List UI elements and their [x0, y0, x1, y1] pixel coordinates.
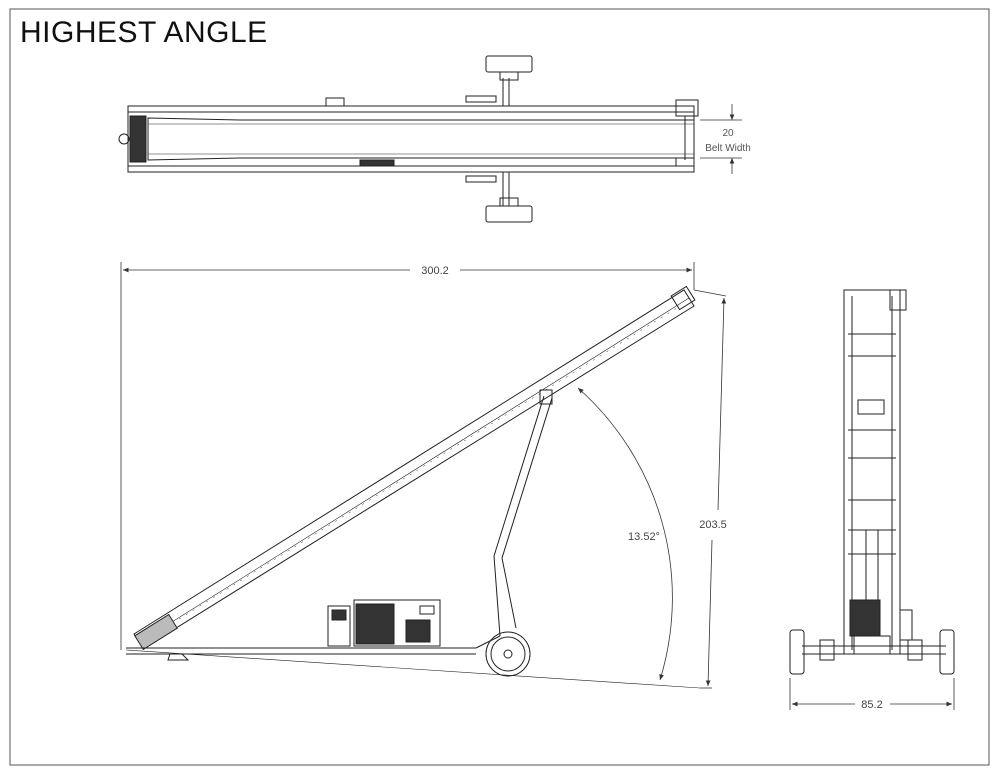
- end-view: [789, 289, 955, 675]
- top-wheel-lower: [485, 205, 533, 223]
- side-view: [125, 285, 701, 689]
- height-dim-label: 203.5: [699, 519, 727, 531]
- top-wheel-upper: [485, 55, 533, 73]
- end-wheel-right: [939, 629, 955, 675]
- top-view: [118, 55, 699, 223]
- side-motor-cabinet: [353, 599, 441, 647]
- top-tail-roller: [129, 115, 147, 163]
- side-wheel: [485, 631, 531, 677]
- end-width-dimension: [789, 678, 955, 710]
- top-frame-outer: [127, 105, 695, 173]
- sheet-border: [9, 8, 990, 766]
- height-dimension: [693, 289, 727, 689]
- length-dimension: [120, 262, 695, 650]
- belt-width-label: Belt Width: [705, 143, 751, 154]
- angle-dimension: [577, 387, 673, 681]
- end-width-label: 85.2: [861, 699, 882, 711]
- belt-width-dimension: [700, 104, 742, 174]
- end-wheel-left: [789, 629, 805, 675]
- length-dim-label: 300.2: [421, 265, 449, 277]
- angle-dim-label: 13.52°: [628, 531, 660, 543]
- drawing-title: HIGHEST ANGLE: [20, 16, 268, 49]
- side-conveyor-frame: [133, 289, 695, 649]
- belt-width-value: 20: [722, 128, 734, 139]
